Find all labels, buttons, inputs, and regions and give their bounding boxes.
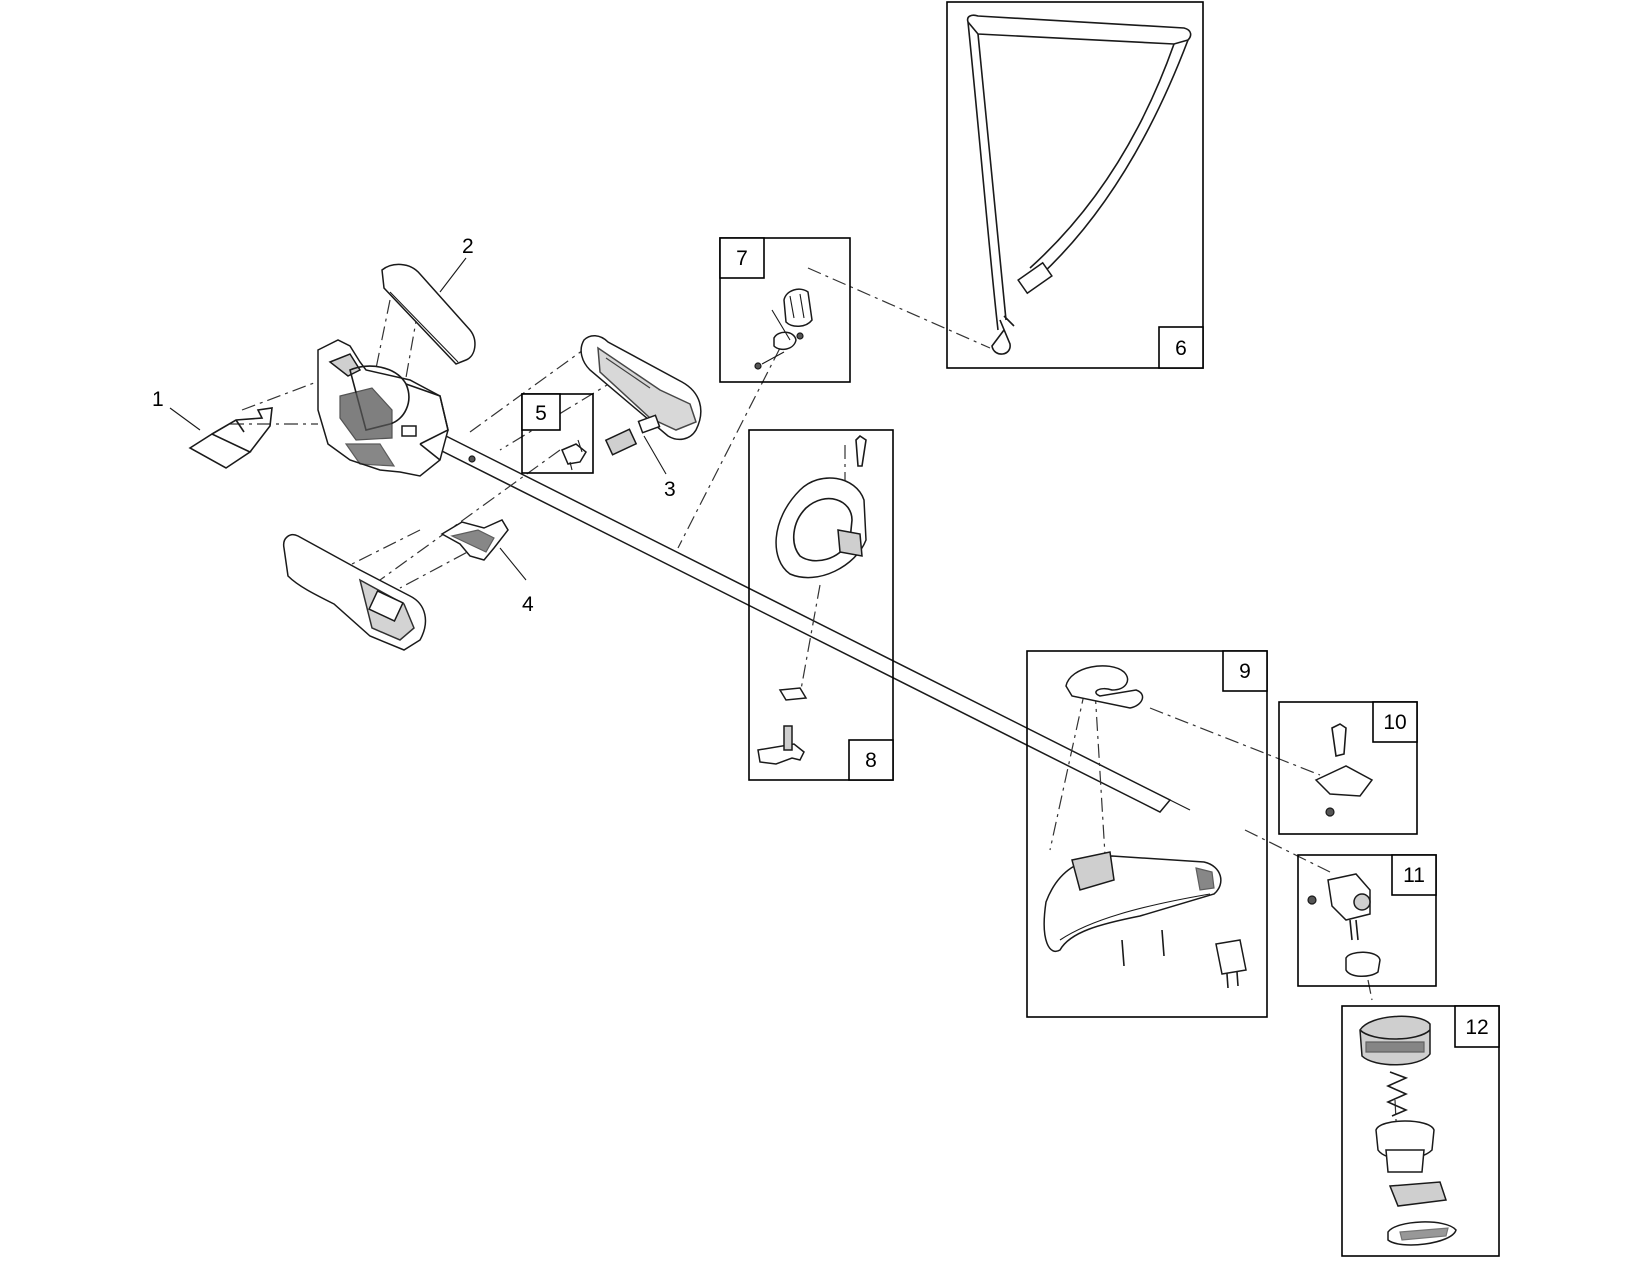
callout-4: 4 <box>522 593 534 616</box>
callout-9: 9 <box>1239 660 1251 683</box>
callout-labels: 1 2 3 4 5 6 7 8 9 10 11 12 <box>152 235 1489 1039</box>
callout-11: 11 <box>1403 864 1425 887</box>
part-4-trigger <box>440 519 527 581</box>
part-3-handle <box>580 335 702 456</box>
callout-2: 2 <box>462 235 474 258</box>
box-7 <box>719 237 851 383</box>
callout-5: 5 <box>535 402 547 425</box>
callout-3: 3 <box>664 478 676 501</box>
motor-housing <box>317 339 449 477</box>
box-10 <box>1278 701 1418 835</box>
box-11 <box>1297 854 1437 987</box>
box-9 <box>1026 650 1268 1018</box>
callout-6: 6 <box>1175 337 1187 360</box>
leader-lines <box>169 257 667 475</box>
front-handle <box>282 534 427 651</box>
callout-7: 7 <box>736 247 748 270</box>
part-1-bracket <box>188 407 273 469</box>
callout-10: 10 <box>1383 711 1406 734</box>
box-8 <box>748 429 894 781</box>
box-6 <box>946 1 1204 369</box>
callout-1: 1 <box>152 388 164 411</box>
part-2-grip-cover <box>381 263 476 365</box>
callout-12: 12 <box>1465 1016 1488 1039</box>
box-5 <box>521 393 594 474</box>
box-12 <box>1341 1005 1500 1257</box>
callout-8: 8 <box>865 749 877 772</box>
